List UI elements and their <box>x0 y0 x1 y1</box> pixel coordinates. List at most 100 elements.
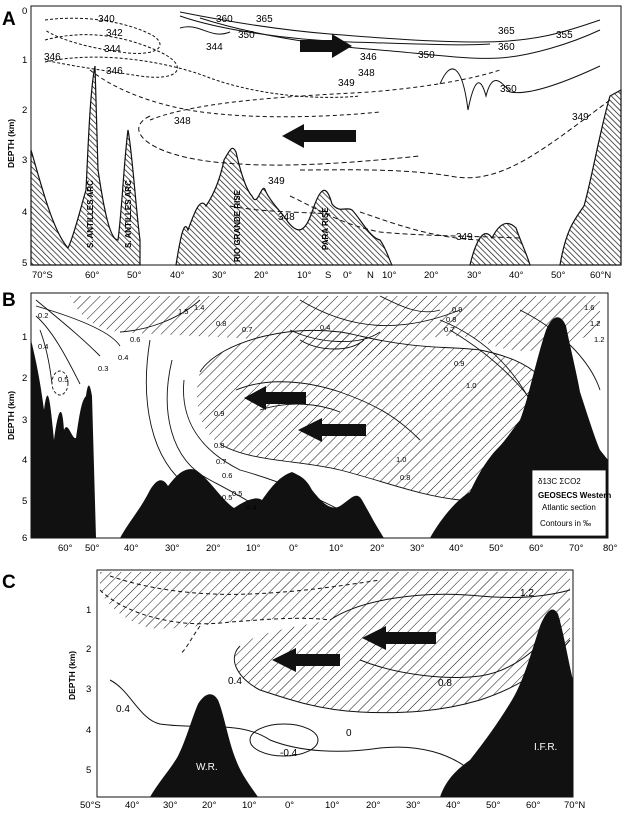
x-tick: 20° <box>202 800 217 811</box>
contour-label: 342 <box>106 28 123 39</box>
x-tick: 0° <box>343 270 352 281</box>
contour-label: 349 <box>572 112 589 123</box>
y-tick: 1 <box>22 332 27 343</box>
x-tick: 60°N <box>590 270 611 281</box>
contour-label: 0.4 <box>38 342 48 351</box>
contour-label: 0.4 <box>116 704 130 715</box>
panel-c-y-title: DEPTH (km) <box>67 651 77 700</box>
contour-label: 348 <box>358 68 375 79</box>
x-tick: 50° <box>486 800 501 811</box>
x-tick: 40° <box>449 543 464 554</box>
contour-label: 340 <box>98 14 115 25</box>
y-tick: 3 <box>86 684 91 695</box>
panel-b-hatched-regions <box>70 296 600 501</box>
contour-label: 0.9 <box>214 409 224 418</box>
panel-a: A DEPTH (km) 0 1 2 3 4 5 70°S 60° 50° 40… <box>2 5 622 281</box>
x-tick: 60° <box>529 543 544 554</box>
x-tick: N <box>367 270 374 281</box>
y-tick: 2 <box>22 373 27 384</box>
x-tick: 50°S <box>80 800 101 811</box>
contour-label: 346 <box>106 66 123 77</box>
contour-label: 360 <box>498 42 515 53</box>
x-tick: 10° <box>246 543 261 554</box>
contour-label: 0.9 <box>454 359 464 368</box>
panel-c-x-ticks: 50°S 40° 30° 20° 10° 0° 10° 20° 30° 40° … <box>80 800 585 811</box>
contour-label: 0 <box>346 728 352 739</box>
contour-label: 1.5 <box>178 307 188 316</box>
contour-label: 349 <box>456 232 473 243</box>
x-tick: 50° <box>127 270 142 281</box>
feature-label: RIO GRANDE RISE <box>233 189 242 262</box>
x-tick: 70°S <box>32 270 53 281</box>
y-tick: 5 <box>22 258 27 269</box>
y-tick: 3 <box>22 415 27 426</box>
contour-label: 0.5 <box>232 489 242 498</box>
legend-section: Atlantic section <box>542 503 596 512</box>
x-tick: 40° <box>124 543 139 554</box>
x-tick: S <box>325 270 331 281</box>
panel-c-y-ticks: 1 2 3 4 5 <box>86 605 91 776</box>
contour-label: 0.5 <box>222 493 232 502</box>
x-tick: 30° <box>163 800 178 811</box>
contour-label: 1.4 <box>194 303 204 312</box>
x-tick: 10° <box>242 800 257 811</box>
x-tick: 20° <box>424 270 439 281</box>
panel-a-topography <box>30 65 622 266</box>
ridge-label: I.F.R. <box>534 742 557 753</box>
contour-label: 0.2 <box>38 311 48 320</box>
legend-source: GEOSECS Western <box>538 491 611 500</box>
x-tick: 30° <box>165 543 180 554</box>
panel-b: B DEPTH (km) 1 2 3 4 5 6 60° 50° 40° 30°… <box>2 290 618 554</box>
x-tick: 60° <box>526 800 541 811</box>
y-tick: 4 <box>22 455 27 466</box>
contour-label: 0.4 <box>118 353 128 362</box>
flow-arrow-left <box>282 124 356 148</box>
x-tick: 0° <box>289 543 298 554</box>
contour-label: 0.3 <box>98 364 108 373</box>
y-tick: 2 <box>86 644 91 655</box>
x-tick: 80° <box>603 543 618 554</box>
panel-a-contour-labels: 340 342 344 346 346 360 365 350 344 346 … <box>44 14 589 243</box>
contour-label: 344 <box>206 42 223 53</box>
x-tick: 20° <box>366 800 381 811</box>
contour-label: 1.2 <box>594 335 604 344</box>
x-tick: 60° <box>85 270 100 281</box>
panel-b-x-ticks: 60° 50° 40° 30° 20° 10° 0° 10° 20° 30° 4… <box>58 543 618 554</box>
y-tick: 1 <box>22 55 27 66</box>
y-tick: 2 <box>22 105 27 116</box>
x-tick: 40° <box>446 800 461 811</box>
contour-label: 344 <box>104 44 121 55</box>
y-tick: 4 <box>22 207 27 218</box>
legend-units: Contours in ‰ <box>540 519 591 528</box>
contour-label: 348 <box>174 116 191 127</box>
panel-a-y-title: DEPTH (km) <box>6 119 16 168</box>
flow-arrow-left <box>298 418 366 442</box>
contour-label: 365 <box>498 26 515 37</box>
contour-label: 0.8 <box>446 315 456 324</box>
panel-c-contours <box>99 575 571 771</box>
x-tick: 50° <box>85 543 100 554</box>
contour-label: 0.7 <box>216 457 226 466</box>
contour-label: 0.7 <box>444 325 454 334</box>
x-tick: 40° <box>509 270 524 281</box>
contour-label: 0.8 <box>214 441 224 450</box>
contour-label: 346 <box>360 52 377 63</box>
x-tick: 30° <box>467 270 482 281</box>
flow-arrow-right <box>300 34 352 58</box>
x-tick: 30° <box>212 270 227 281</box>
y-tick: 6 <box>22 533 27 544</box>
flow-arrow-left <box>244 386 306 410</box>
contour-label: 0.5 <box>58 375 68 384</box>
x-tick: 50° <box>489 543 504 554</box>
contour-label: 350 <box>238 30 255 41</box>
contour-label: 349 <box>268 176 285 187</box>
contour-label: 349 <box>338 78 355 89</box>
flow-arrow-left <box>362 626 436 650</box>
contour-label: 1.2 <box>590 319 600 328</box>
x-tick: 0° <box>285 800 294 811</box>
contour-label: 0.8 <box>216 319 226 328</box>
contour-label: 0.9 <box>452 305 462 314</box>
panel-b-y-title: DEPTH (km) <box>6 391 16 440</box>
x-tick: 40° <box>125 800 140 811</box>
